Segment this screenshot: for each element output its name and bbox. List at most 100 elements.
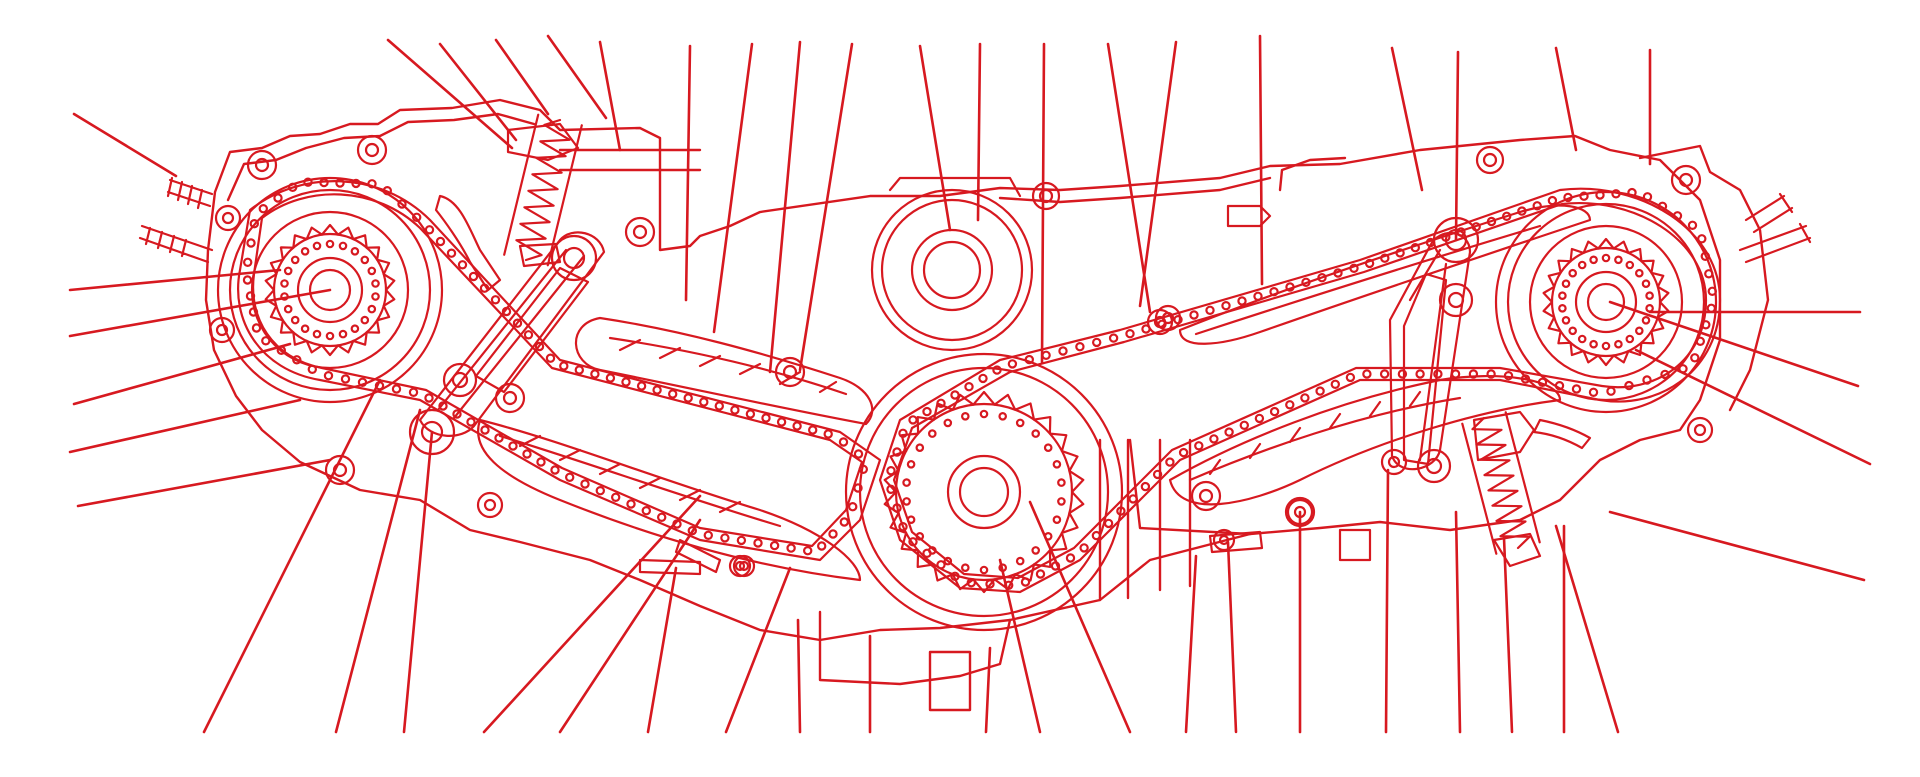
sprocket-hole (371, 279, 380, 288)
sprocket-hole (1635, 326, 1644, 336)
callout-leader-line (598, 40, 622, 152)
chain-link (435, 236, 446, 247)
callout-leader-line (796, 618, 802, 734)
chain-link (408, 387, 419, 397)
chain-link (605, 373, 616, 383)
chain-link (736, 535, 747, 546)
chain-link (668, 389, 678, 399)
chain-link (1152, 469, 1163, 480)
chain-link (950, 390, 960, 400)
chain-link (922, 406, 932, 417)
callout-leader-line (68, 268, 282, 292)
chain-link (1315, 386, 1325, 396)
chain-link (1707, 286, 1718, 296)
chain-link (595, 486, 606, 496)
chain-link (424, 225, 435, 235)
chain-link (490, 295, 501, 305)
chain-link (1020, 577, 1031, 587)
chain-link (1415, 369, 1425, 379)
crank-sprocket (844, 352, 1124, 632)
chain-link (534, 341, 545, 352)
chain-link (1701, 320, 1711, 330)
callout-leader-line (1040, 42, 1046, 364)
sprocket-hole (325, 239, 335, 249)
chain-link (251, 323, 262, 333)
chain-link (992, 365, 1002, 375)
chain-link (1103, 518, 1114, 529)
callout-leader-line (494, 38, 550, 116)
chain-link (1362, 369, 1372, 379)
callout-leader-line (1258, 34, 1264, 286)
chain-link (1041, 350, 1051, 360)
callout-leader-line (918, 44, 952, 232)
callout-leader-line (202, 378, 382, 734)
sprocket-hole (1057, 478, 1066, 487)
chain-link (273, 193, 283, 203)
callout-leader-line (1502, 536, 1514, 734)
chain-link (452, 409, 462, 419)
callout-leader-line (1138, 40, 1178, 308)
callout-leader-line (712, 42, 754, 334)
sprocket-hole (360, 255, 370, 265)
chain-link (1606, 386, 1616, 396)
chain-link (1116, 506, 1126, 516)
spring-rod (503, 113, 540, 256)
chain-link (636, 381, 647, 391)
chain-link (508, 441, 518, 451)
chain-link (1571, 384, 1582, 394)
sprocket-hole (1614, 339, 1623, 349)
right-chain-tensioner (1380, 216, 1480, 484)
callout-leader-line (684, 44, 692, 302)
chain-link (565, 472, 575, 482)
chain-link (714, 401, 725, 411)
chain-link (839, 517, 850, 527)
sprocket-hole (338, 329, 348, 339)
chain-link (340, 374, 351, 384)
sprocket-hole (979, 565, 989, 575)
sprocket-hole (1577, 334, 1587, 344)
chain-link (892, 503, 902, 513)
studs (138, 176, 1812, 264)
chain-link (1091, 530, 1102, 541)
chain-link (1579, 191, 1589, 201)
callout-leader-line (1608, 300, 1860, 388)
chain-link (626, 499, 636, 509)
chain-link (1125, 329, 1135, 339)
idler-pulley (870, 176, 1034, 352)
sprocket-hole (1057, 497, 1066, 506)
sprocket-hole (1645, 303, 1654, 313)
callout-leader-line (386, 38, 514, 150)
chain-link (357, 377, 368, 387)
sprocket-hole (979, 409, 989, 419)
chain-link (1611, 189, 1621, 199)
sprocket-hole (283, 266, 293, 276)
sprocket-hole (300, 247, 310, 256)
chain-link (1563, 192, 1573, 203)
chain-link (242, 275, 253, 285)
chain-link (657, 512, 667, 523)
chain-link (522, 449, 532, 459)
sprocket-hole (1015, 418, 1025, 428)
chain-link (1239, 420, 1250, 430)
sprocket-hole (280, 279, 289, 288)
chain-link (574, 365, 585, 375)
sprocket-hole (350, 324, 360, 334)
sprocket-hole (325, 331, 335, 341)
chain-link (1468, 369, 1479, 379)
sprocket-hole (350, 247, 360, 256)
sprocket-hole (1015, 556, 1025, 566)
sprocket-hole (283, 304, 293, 314)
sprocket-teeth (883, 390, 1085, 594)
timing-chain-left (237, 177, 882, 562)
callout-leader-line (1454, 510, 1462, 734)
chain-link (808, 425, 818, 435)
chain-link (1657, 201, 1668, 211)
right-cam-sprocket (1494, 190, 1718, 414)
chain-link (1642, 192, 1653, 202)
callout-leader-line (68, 288, 332, 338)
chain-link (1065, 553, 1076, 563)
chain-link (1024, 354, 1035, 365)
chain-link (397, 199, 407, 209)
spring-rod (1504, 411, 1541, 544)
